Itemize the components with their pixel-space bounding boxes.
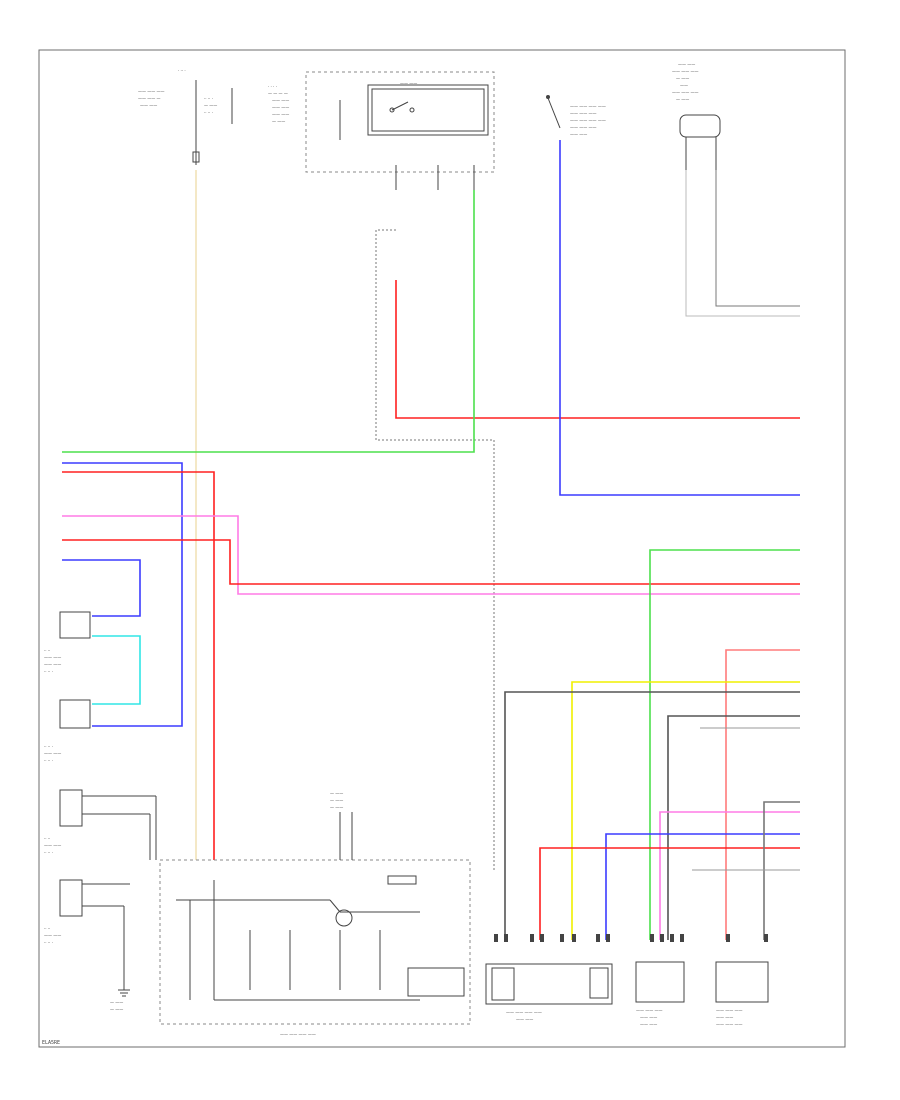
switch-left-2: ·· ·· · —— —— ·· ·· · bbox=[44, 699, 91, 763]
wire-black-right-2 bbox=[667, 715, 800, 940]
combination-meter: —— —— —— —— bbox=[159, 859, 471, 1037]
wire-gray-top-right bbox=[715, 170, 800, 307]
relay-switch-box: · · · · — — — — —— —— —— —— —— —— — —— —… bbox=[268, 71, 495, 190]
svg-text:—— —— ——: —— —— —— bbox=[570, 111, 597, 116]
switch-left-4: ·· ·· —— —— ·· ·· · bbox=[44, 879, 130, 990]
svg-text:—— —— ——: —— —— —— bbox=[570, 125, 597, 130]
svg-text:—— ——: —— —— bbox=[678, 62, 695, 67]
diagram-frame bbox=[38, 49, 846, 1048]
wire-black-right bbox=[504, 691, 800, 940]
svg-text:·· ··: ·· ·· bbox=[44, 648, 50, 653]
svg-text:·· ·· ·: ·· ·· · bbox=[44, 940, 53, 945]
svg-text:—— ——: —— —— bbox=[44, 751, 61, 756]
svg-text:—— —— —— ——: —— —— —— —— bbox=[570, 104, 606, 109]
svg-text:——: —— bbox=[680, 83, 688, 88]
svg-text:·· ·· ·: ·· ·· · bbox=[44, 758, 53, 763]
connector-pins bbox=[494, 934, 768, 942]
svg-text:·· ·· ·: ·· ·· · bbox=[204, 96, 213, 101]
wire-pink-right bbox=[659, 811, 800, 940]
svg-text:—— ——: —— —— bbox=[44, 655, 61, 660]
svg-text:—— ——: —— —— bbox=[570, 132, 587, 137]
svg-text:—— —— ——: —— —— —— bbox=[716, 1008, 743, 1013]
fuel-pump: —— —— —— —— —— —— bbox=[485, 963, 613, 1022]
switch-left-3: ·· ·· —— —— ·· ·· · bbox=[44, 789, 157, 860]
svg-text:·· ·· ·: ·· ·· · bbox=[44, 850, 53, 855]
svg-text:— ——: — —— bbox=[272, 119, 285, 124]
wire-cyan bbox=[92, 635, 141, 705]
wire-yellow bbox=[571, 681, 800, 940]
svg-text:· · · ·: · · · · bbox=[268, 84, 277, 89]
wire-blue-right bbox=[559, 140, 800, 496]
svg-text:— ——: — —— bbox=[110, 1007, 123, 1012]
svg-text:— ——: — —— bbox=[110, 1000, 123, 1005]
svg-text:—— —— —— ——: —— —— —— —— bbox=[280, 1032, 316, 1037]
page-code: ELA5RE bbox=[42, 1040, 60, 1046]
svg-text:—— —— —: —— —— — bbox=[138, 96, 161, 101]
wire-blue-short bbox=[62, 559, 141, 617]
wire-red-2 bbox=[62, 539, 800, 585]
fuse-component: · ·· · —— —— —— —— —— — —— —— ·· ·· · — … bbox=[138, 68, 233, 165]
sensor-bottom-2: —— —— —— —— —— —— —— —— bbox=[715, 961, 769, 1027]
svg-text:—— ——: —— —— bbox=[516, 1017, 533, 1022]
svg-text:— ——: — —— bbox=[204, 103, 217, 108]
wire-red-right-2 bbox=[725, 649, 800, 940]
wire-green-left bbox=[62, 190, 475, 453]
wire-gray-dotted-1 bbox=[375, 229, 495, 870]
svg-text:—— ——: —— —— bbox=[640, 1022, 657, 1027]
wire-blue-left bbox=[62, 462, 183, 727]
svg-text:—— —— ——: —— —— —— bbox=[138, 89, 165, 94]
svg-text:—— —— ——: —— —— —— bbox=[636, 1008, 663, 1013]
svg-text:·· ··: ·· ·· bbox=[44, 926, 50, 931]
svg-text:—— —— ——: —— —— —— bbox=[672, 69, 699, 74]
wire-gray-right-4 bbox=[763, 801, 800, 940]
svg-text:— — — —: — — — — bbox=[268, 91, 288, 96]
ground-icon: — —— — —— bbox=[110, 989, 130, 1012]
svg-text:·· ·· ·: ·· ·· · bbox=[44, 669, 53, 674]
svg-text:—— —— ——: —— —— —— bbox=[716, 1022, 743, 1027]
svg-text:·· ·· ·: ·· ·· · bbox=[204, 110, 213, 115]
svg-text:—— —— —— ——: —— —— —— —— bbox=[506, 1010, 542, 1015]
wire-pink-1 bbox=[62, 515, 800, 595]
svg-text:—— —— ——: —— —— —— bbox=[672, 90, 699, 95]
svg-text:—— ——: —— —— bbox=[716, 1015, 733, 1020]
wire-red-right-3 bbox=[539, 847, 800, 940]
switch-left-1: ·· ·· —— —— —— —— ·· ·· · bbox=[44, 611, 91, 674]
svg-text:—— ——: —— —— bbox=[44, 662, 61, 667]
svg-text:—— ——: —— —— bbox=[400, 81, 417, 86]
sensor-top-right: —— —— —— —— —— — —— —— —— —— —— — —— bbox=[672, 62, 721, 170]
svg-text:— ——: — —— bbox=[676, 97, 689, 102]
wire-green-right bbox=[649, 549, 800, 940]
svg-text:—— ——: —— —— bbox=[272, 98, 289, 103]
svg-text:— ——: — —— bbox=[330, 798, 343, 803]
wire-red-left bbox=[62, 471, 215, 860]
switch-top-right: —— —— —— —— —— —— —— —— —— —— —— —— —— —… bbox=[546, 95, 606, 137]
wire-red-right bbox=[395, 280, 800, 419]
wire-gray-top-right-2 bbox=[685, 170, 800, 317]
svg-text:—— ——: —— —— bbox=[44, 843, 61, 848]
svg-text:—— ——: —— —— bbox=[44, 933, 61, 938]
svg-text:— ——: — —— bbox=[676, 76, 689, 81]
svg-text:— ——: — —— bbox=[330, 791, 343, 796]
svg-text:· ·· ·: · ·· · bbox=[178, 68, 186, 73]
svg-text:·· ·· ·: ·· ·· · bbox=[44, 744, 53, 749]
sensor-bottom-1: —— —— —— —— —— —— —— bbox=[635, 961, 685, 1027]
svg-text:—— ——: —— —— bbox=[272, 105, 289, 110]
svg-text:—— ——: —— —— bbox=[640, 1015, 657, 1020]
ground-center: — —— — —— — —— bbox=[330, 791, 353, 860]
svg-text:—— ——: —— —— bbox=[140, 103, 157, 108]
svg-text:— ——: — —— bbox=[330, 805, 343, 810]
svg-text:·· ··: ·· ·· bbox=[44, 836, 50, 841]
wire-blue-right-2 bbox=[605, 833, 800, 940]
svg-text:—— ——: —— —— bbox=[272, 112, 289, 117]
svg-text:—— —— —— ——: —— —— —— —— bbox=[570, 118, 606, 123]
